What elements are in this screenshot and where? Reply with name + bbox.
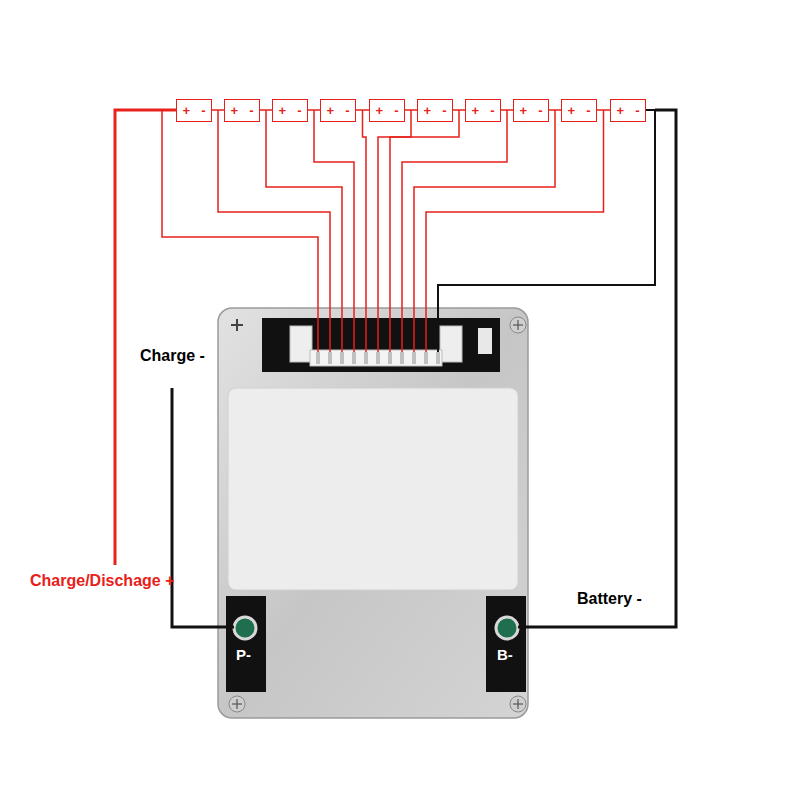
- cell-terminal-sign: -: [394, 104, 398, 117]
- wire: [218, 110, 330, 352]
- pad-label: B-: [497, 647, 513, 664]
- battery-cell: +-: [417, 99, 453, 122]
- connector-pin: [424, 352, 428, 364]
- connector-pin: [328, 352, 332, 364]
- cell-terminal-sign: -: [490, 104, 494, 117]
- wire: [438, 110, 655, 352]
- battery-cell: +-: [513, 99, 549, 122]
- cell-terminal-sign: +: [520, 104, 528, 117]
- connector-pin: [340, 352, 344, 364]
- wire: [363, 110, 367, 352]
- wire: [390, 110, 459, 352]
- cell-terminal-sign: -: [635, 104, 639, 117]
- wire: [426, 110, 604, 352]
- wiring: [115, 110, 676, 627]
- battery-cell: +-: [320, 99, 356, 122]
- battery-cell: +-: [272, 99, 308, 122]
- terminal-label: Charge/Dischage +: [30, 572, 175, 590]
- cell-terminal-sign: +: [327, 104, 335, 117]
- wire: [162, 110, 318, 352]
- cell-terminal-sign: +: [424, 104, 432, 117]
- cell-terminal-sign: +: [279, 104, 287, 117]
- wire: [402, 110, 507, 352]
- wire: [172, 388, 234, 627]
- pad-label: P-: [236, 647, 251, 664]
- connector-pin: [436, 352, 440, 364]
- cell-terminal-sign: +: [568, 104, 576, 117]
- connector-pin: [388, 352, 392, 364]
- wire: [414, 110, 555, 352]
- cell-terminal-sign: -: [345, 104, 349, 117]
- battery-cell: +-: [176, 99, 212, 122]
- connector-pin: [376, 352, 380, 364]
- connector-pin: [352, 352, 356, 364]
- wire: [314, 110, 354, 352]
- connector-pin: [400, 352, 404, 364]
- wire: [115, 110, 176, 565]
- cell-terminal-sign: -: [249, 104, 253, 117]
- cell-terminal-sign: -: [201, 104, 205, 117]
- battery-cell: +-: [561, 99, 597, 122]
- battery-cell: +-: [369, 99, 405, 122]
- cell-terminal-sign: +: [376, 104, 384, 117]
- cell-terminal-sign: +: [183, 104, 191, 117]
- cell-terminal-sign: -: [442, 104, 446, 117]
- battery-cell: +-: [465, 99, 501, 122]
- cell-terminal-sign: -: [297, 104, 301, 117]
- terminal-label: Battery -: [577, 590, 642, 608]
- wire: [518, 110, 676, 627]
- wire: [266, 110, 342, 352]
- cell-terminal-sign: +: [231, 104, 239, 117]
- cell-terminal-sign: +: [617, 104, 625, 117]
- connector-pin: [364, 352, 368, 364]
- battery-cell: +-: [610, 99, 646, 122]
- cell-terminal-sign: -: [538, 104, 542, 117]
- connector-pin: [316, 352, 320, 364]
- bms-board: [218, 308, 528, 718]
- terminal-label: Charge -: [140, 347, 205, 365]
- connector-pin: [412, 352, 416, 364]
- cell-terminal-sign: +: [472, 104, 480, 117]
- wire: [378, 110, 411, 352]
- cell-terminal-sign: -: [586, 104, 590, 117]
- battery-cell: +-: [224, 99, 260, 122]
